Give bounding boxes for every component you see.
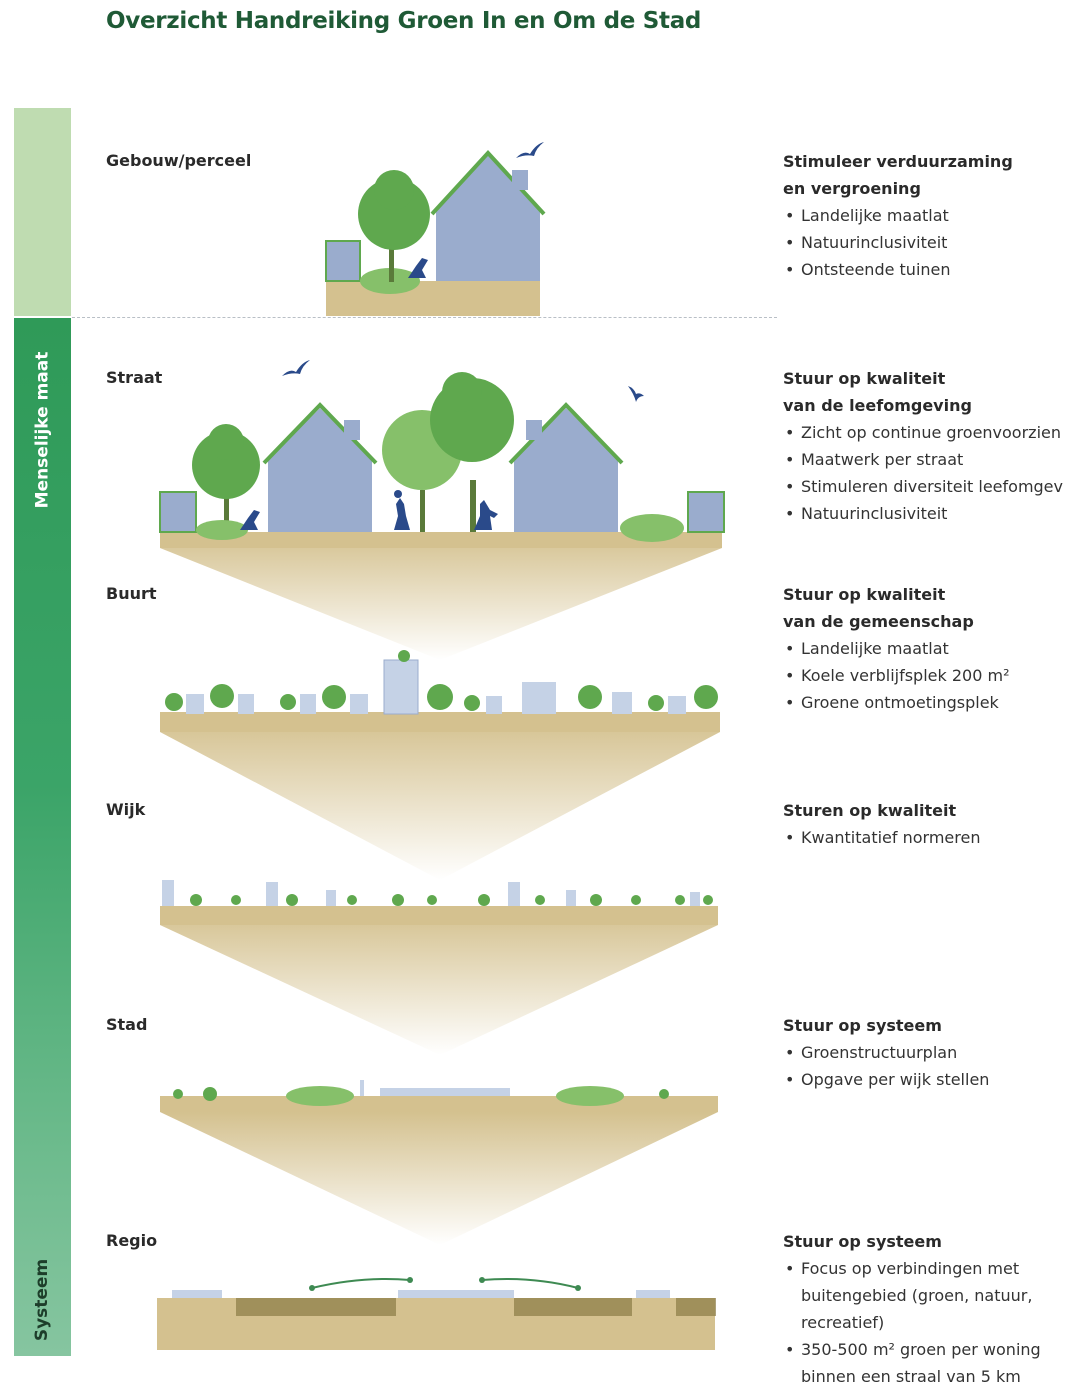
street-illustration: [159, 360, 725, 660]
list-item: Groene ontmoetingsplek: [783, 689, 1068, 716]
list-item: Natuurinclusiviteit: [783, 229, 1068, 256]
info-block-straat: Stuur op kwaliteit van de leefomgeving Z…: [783, 365, 1068, 527]
bird: [282, 360, 310, 376]
list-item: Maatwerk per straat: [783, 446, 1068, 473]
list-item: Groenstructuurplan: [783, 1039, 1068, 1066]
bird: [516, 142, 544, 158]
list-item: Koele verblijfsplek 200 m²: [783, 662, 1068, 689]
info-block-buurt: Stuur op kwaliteit van de gemeenschap La…: [783, 581, 1068, 716]
list-item: Stimuleren diversiteit leefomgev: [783, 473, 1068, 500]
connection-arrow: [481, 1278, 579, 1289]
neighbourhood-funnel: [160, 718, 720, 880]
district-funnel: [160, 910, 718, 1055]
info-block-stad: Stuur op systeem Groenstructuurplan Opga…: [783, 1012, 1068, 1093]
district-illustration: [160, 880, 718, 1055]
level-label-straat: Straat: [106, 368, 163, 387]
street-funnel: [160, 532, 722, 660]
list-item: Landelijke maatlat: [783, 202, 1068, 229]
info-heading: Sturen op kwaliteit: [783, 801, 957, 820]
list-item: Ontsteende tuinen: [783, 256, 1068, 283]
list-item: Focus op verbindingen met buitengebied (…: [783, 1255, 1058, 1336]
list-item: Natuurinclusiviteit: [783, 500, 1068, 527]
list-item: Opgave per wijk stellen: [783, 1066, 1068, 1093]
side-band-scale: [14, 318, 71, 1356]
building-plot-illustration: [325, 142, 546, 316]
city-illustration: [160, 1080, 718, 1245]
city-funnel: [160, 1112, 718, 1245]
list-item: Zicht op continue groenvoorzien: [783, 419, 1068, 446]
divider-line: [72, 317, 777, 318]
animal-figure: [408, 258, 428, 278]
person-figure: [394, 498, 410, 530]
info-heading: Stuur op systeem: [783, 1016, 942, 1035]
level-label-buurt: Buurt: [106, 584, 157, 603]
connection-arrow: [311, 1278, 411, 1289]
level-label-regio: Regio: [106, 1231, 158, 1250]
page-title: Overzicht Handreiking Groen In en Om de …: [106, 8, 702, 34]
info-block-regio: Stuur op systeem Focus op verbindingen m…: [783, 1228, 1058, 1390]
level-label-wijk: Wijk: [106, 800, 146, 819]
bird: [628, 386, 644, 402]
plot-ground: [326, 281, 540, 316]
info-block-gebouw: Stimuleer verduurzaming en vergroening L…: [783, 148, 1068, 283]
info-heading: Stuur op kwaliteit van de leefomgeving: [783, 369, 972, 415]
animal-figure: [240, 510, 260, 530]
level-label-gebouw: Gebouw/perceel: [106, 151, 252, 170]
info-heading: Stuur op kwaliteit van de gemeenschap: [783, 585, 974, 631]
tree: [192, 431, 260, 499]
info-heading: Stuur op systeem: [783, 1232, 942, 1251]
level-label-stad: Stad: [106, 1015, 148, 1034]
info-heading: Stimuleer verduurzaming en vergroening: [783, 152, 1013, 198]
info-block-wijk: Sturen op kwaliteit Kwantitatief normere…: [783, 797, 1068, 851]
small-building: [325, 240, 361, 282]
list-item: 350-500 m² groen per woning binnen een s…: [783, 1336, 1058, 1390]
region-illustration: [157, 1277, 716, 1350]
person-figure: [474, 500, 498, 530]
neighbourhood-illustration: [160, 650, 720, 880]
side-band-top: [14, 108, 71, 316]
list-item: Landelijke maatlat: [783, 635, 1068, 662]
list-item: Kwantitatief normeren: [783, 824, 1068, 851]
